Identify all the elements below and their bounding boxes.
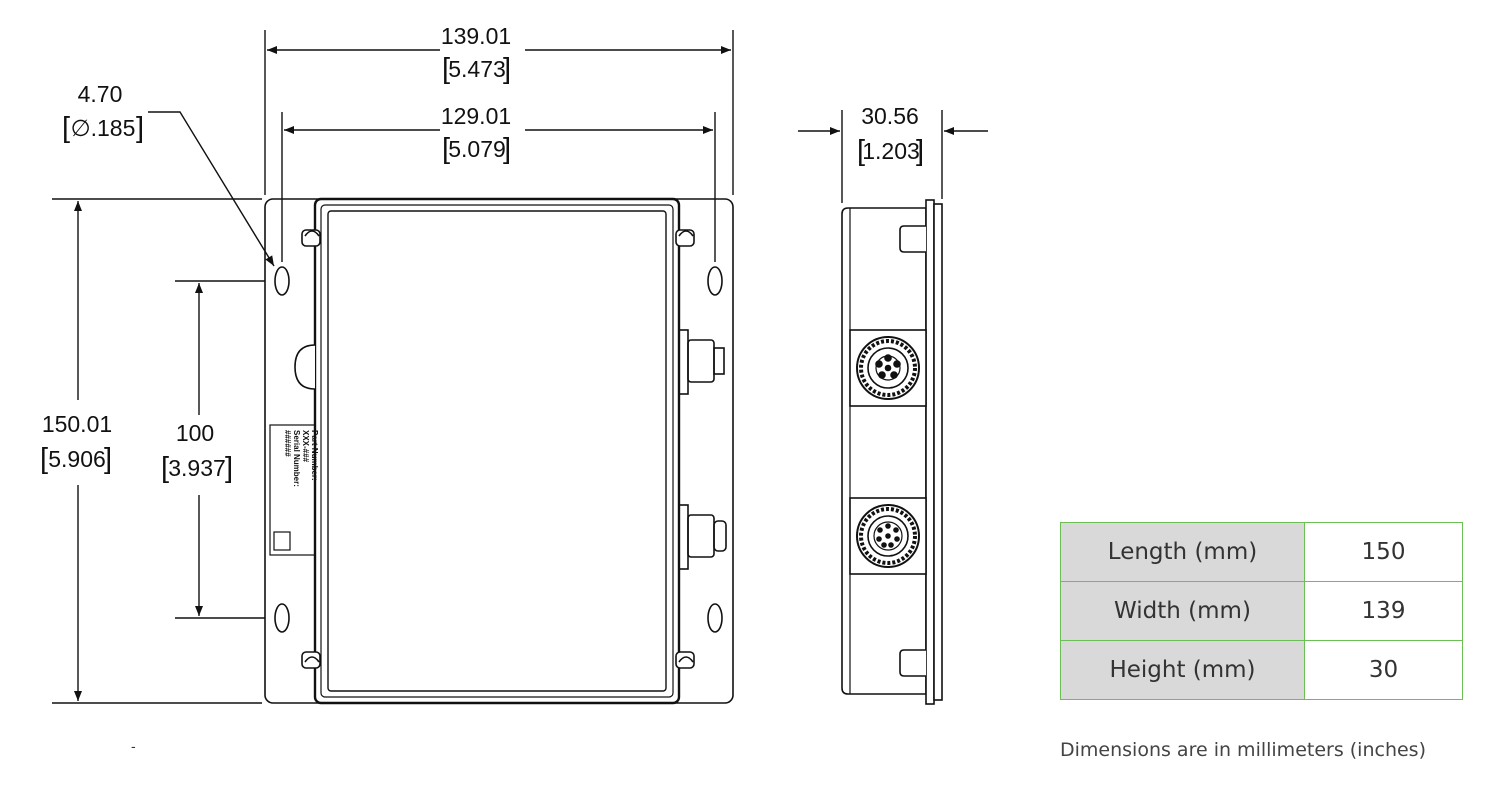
svg-text:]: ] [104,443,112,475]
label-line-3: Serial Number: [292,430,301,487]
mounting-hole [707,266,723,296]
label-line-1: Part Number: [310,430,319,481]
m12-connector-bottom [856,504,920,568]
product-label-text: Part Number: XXX-### Serial Number: ####… [283,430,319,487]
svg-text:]: ] [916,135,924,167]
spec-table: Length (mm) 150 Width (mm) 139 Height (m… [1060,522,1463,700]
enclosure-lid [327,210,667,692]
hole-diameter-inch: ∅.185 [71,115,136,141]
spec-value: 30 [1304,640,1463,700]
svg-text:[: [ [857,135,865,167]
units-footnote: Dimensions are in millimeters (inches) [1060,739,1426,761]
spec-label: Width (mm) [1060,581,1305,641]
hole-height-inch: 3.937 [168,455,226,481]
overall-height-inch: 5.906 [48,446,106,472]
dimension-lines [52,30,988,704]
connector-bottom [678,504,727,570]
svg-text:[: [ [62,112,70,144]
svg-text:]: ] [225,452,233,484]
overall-width-inch: 5.473 [448,56,506,82]
svg-text:]: ] [503,53,511,85]
hole-height-mm: 100 [176,420,214,446]
svg-text:[: [ [442,53,450,85]
label-qr-box [273,531,291,551]
table-row: Height (mm) 30 [1060,640,1463,700]
hole-diameter-mm: 4.70 [78,81,123,107]
table-row: Length (mm) 150 [1060,522,1463,582]
spec-label: Length (mm) [1060,522,1305,582]
label-line-4: ###### [283,430,292,457]
overall-width-mm: 139.01 [441,23,511,49]
svg-text:[: [ [161,452,169,484]
mounting-hole [274,603,290,633]
product-label [269,424,316,556]
m12-connector-top [856,336,920,400]
mounting-hole [707,603,723,633]
hole-width-inch: 5.079 [448,136,506,162]
svg-text:[: [ [40,443,48,475]
svg-text:]: ] [136,112,144,144]
spec-value: 139 [1304,581,1463,641]
label-line-2: XXX-### [301,430,310,463]
hole-width-mm: 129.01 [441,103,511,129]
spec-value: 150 [1304,522,1463,582]
dimension-labels: 139.01 [ 5.473 ] 129.01 [ 5.079 ] 4.70 [… [40,23,924,484]
front-view [264,197,734,705]
connector-top [678,329,725,395]
mounting-hole [274,266,290,296]
side-view [841,199,943,705]
enclosure-body [313,197,681,705]
stray-mark: - [131,738,136,754]
spec-label: Height (mm) [1060,640,1305,700]
hole-diameter-leader [148,111,275,267]
overall-height-mm: 150.01 [42,411,112,437]
svg-text:[: [ [442,133,450,165]
svg-text:]: ] [503,133,511,165]
table-row: Width (mm) 139 [1060,581,1463,641]
depth-mm: 30.56 [861,103,919,129]
depth-inch: 1.203 [862,138,920,164]
